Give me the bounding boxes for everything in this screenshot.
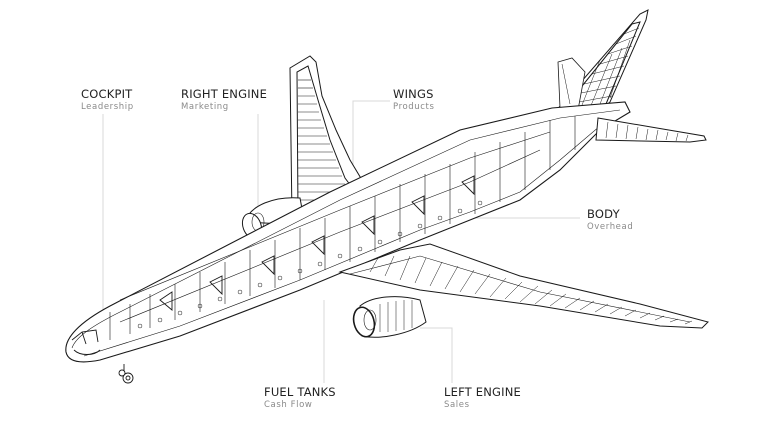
callout-subtitle: Overhead [587, 221, 634, 232]
leader-lines [103, 101, 580, 383]
left-engine [350, 297, 426, 339]
leader-line-left-engine [420, 328, 452, 383]
callout-title: WINGS [393, 87, 434, 101]
nose-landing-gear [118, 364, 134, 384]
callout-subtitle: Cash Flow [264, 399, 313, 410]
callout-title: LEFT ENGINE [444, 385, 522, 399]
callout-subtitle: Marketing [181, 101, 229, 112]
leader-line-wings [353, 101, 390, 165]
callout-subtitle: Leadership [81, 101, 134, 112]
callout-right-engine: RIGHT ENGINE Marketing [181, 87, 268, 112]
cabin-interior [110, 116, 575, 340]
fuselage [66, 102, 630, 362]
callout-body: BODY Overhead [587, 207, 634, 232]
callout-subtitle: Sales [444, 399, 470, 410]
left-wing [340, 244, 708, 328]
cockpit-nose [72, 330, 134, 384]
callout-wings: WINGS Products [393, 87, 435, 112]
callout-title: BODY [587, 207, 620, 221]
callout-title: RIGHT ENGINE [181, 87, 268, 101]
callout-subtitle: Products [393, 101, 435, 112]
far-horizontal-stabilizer [558, 58, 585, 110]
callout-left-engine: LEFT ENGINE Sales [444, 385, 522, 410]
callout-fuel-tanks: FUEL TANKS Cash Flow [264, 385, 336, 410]
callout-title: COCKPIT [81, 87, 133, 101]
near-horizontal-stabilizer [596, 118, 706, 142]
callout-cockpit: COCKPIT Leadership [81, 87, 134, 112]
callout-title: FUEL TANKS [264, 385, 336, 399]
